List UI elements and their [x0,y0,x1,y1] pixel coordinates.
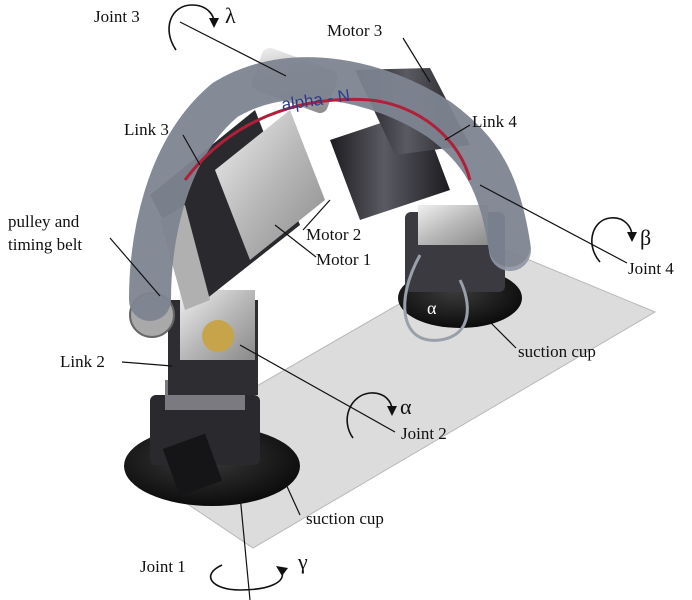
joint2-rotation-arrow [346,392,393,439]
joint1-rotation-arrow [209,564,284,591]
label-pulley-line2: timing belt [8,235,83,254]
label-link4: Link 4 [472,112,517,131]
label-motor2: Motor 2 [306,225,362,244]
label-suction-cup-right: suction cup [518,342,596,361]
brass-gear [202,320,234,352]
label-joint3: Joint 3 [94,7,140,26]
leader-joint4 [479,184,628,264]
red-wire [183,97,472,181]
leader-joint2 [239,344,396,433]
leader-motor1 [274,224,317,258]
joint4-rotation-arrow [591,217,633,263]
label-link3: Link 3 [124,120,169,139]
leader-lines [109,21,628,600]
leader-suction-bottom [284,481,301,516]
leader-link2 [121,361,173,367]
label-beta: β [640,225,652,250]
leader-motor2 [302,199,331,231]
vacuum-tube [403,254,469,342]
rotation-arrows [168,4,637,591]
leader-link3 [182,134,201,166]
leader-link4 [444,124,471,141]
label-gamma: γ [298,549,308,574]
label-link2: Link 2 [60,352,105,371]
label-motor1: Motor 1 [316,250,372,269]
joint4-arrowhead [627,232,637,242]
joint3-arrowhead [209,18,219,28]
joint2-arrowhead [387,406,397,416]
joint1-arrowhead [276,566,288,576]
sensor-box [162,433,223,497]
leader-joint3 [179,21,287,77]
leader-pulley [109,237,161,297]
leader-motor3 [402,37,431,83]
label-motor3: Motor 3 [327,21,383,40]
label-lambda: λ [225,3,236,28]
leader-joint1 [239,494,251,600]
ribbon-cable [129,57,531,321]
label-alpha: α [400,394,412,419]
joint4-bracket [418,205,488,245]
label-joint1: Joint 1 [140,557,186,576]
motor1-body [215,110,325,260]
label-joint2: Joint 2 [401,424,447,443]
label-joint4: Joint 4 [628,259,674,278]
label-alpha-small: α [427,298,437,318]
leader-suction-right [485,317,517,349]
label-suction-cup-bottom: suction cup [306,509,384,528]
ribbon-cable-stripes [129,57,531,321]
label-pulley-line1: pulley and [8,212,80,231]
joint3-rotation-arrow [168,4,215,51]
